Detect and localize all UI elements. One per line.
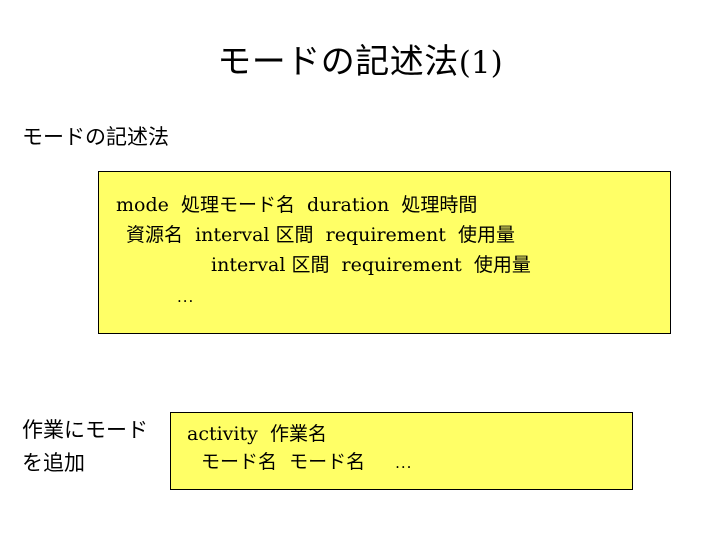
keyword-requirement-1: requirement <box>325 224 446 246</box>
activity-annotation-line-1: 作業にモード <box>22 418 148 442</box>
activity-syntax-box: activity 作業名 モード名 モード名... <box>170 412 633 490</box>
keyword-mode: mode <box>116 194 169 216</box>
placeholder-mode-name: 処理モード名 <box>168 194 308 216</box>
placeholder-interval-value-1: 区間 <box>269 224 326 246</box>
page-title-suffix: (1) <box>458 45 503 81</box>
syntax-line-mode: mode 処理モード名 duration 処理時間 <box>116 194 477 216</box>
placeholder-requirement-value-2: 使用量 <box>461 254 531 276</box>
activity-line-mode-list: モード名 モード名... <box>201 451 412 474</box>
activity-annotation-line-2: を追加 <box>22 451 85 475</box>
keyword-interval-1: interval <box>195 224 270 246</box>
activity-annotation: 作業にモード を追加 <box>22 414 162 480</box>
syntax-line-resource-2: interval 区間 requirement 使用量 <box>211 254 531 276</box>
page-title-main: モードの記述法 <box>217 42 459 82</box>
activity-line-declaration: activity 作業名 <box>187 423 327 445</box>
syntax-line-resource-1: 資源名 interval 区間 requirement 使用量 <box>126 224 515 246</box>
placeholder-duration-value: 処理時間 <box>389 194 478 216</box>
placeholder-interval-value-2: 区間 <box>285 254 342 276</box>
keyword-interval-2: interval <box>211 254 286 276</box>
section-heading: モードの記述法 <box>22 125 169 149</box>
placeholder-resource-name: 資源名 <box>126 224 196 246</box>
activity-line-ellipsis: ... <box>395 454 413 472</box>
keyword-activity: activity <box>187 423 258 445</box>
keyword-duration: duration <box>307 194 390 216</box>
page-title: モードの記述法(1) <box>0 40 720 85</box>
keyword-requirement-2: requirement <box>341 254 462 276</box>
placeholder-requirement-value-1: 使用量 <box>445 224 515 246</box>
placeholder-activity-name: 作業名 <box>257 423 327 445</box>
mode-syntax-box: mode 処理モード名 duration 処理時間 資源名 interval 区… <box>98 171 671 334</box>
placeholder-mode-names: モード名 モード名 <box>201 451 366 473</box>
syntax-line-ellipsis: ... <box>177 288 195 306</box>
